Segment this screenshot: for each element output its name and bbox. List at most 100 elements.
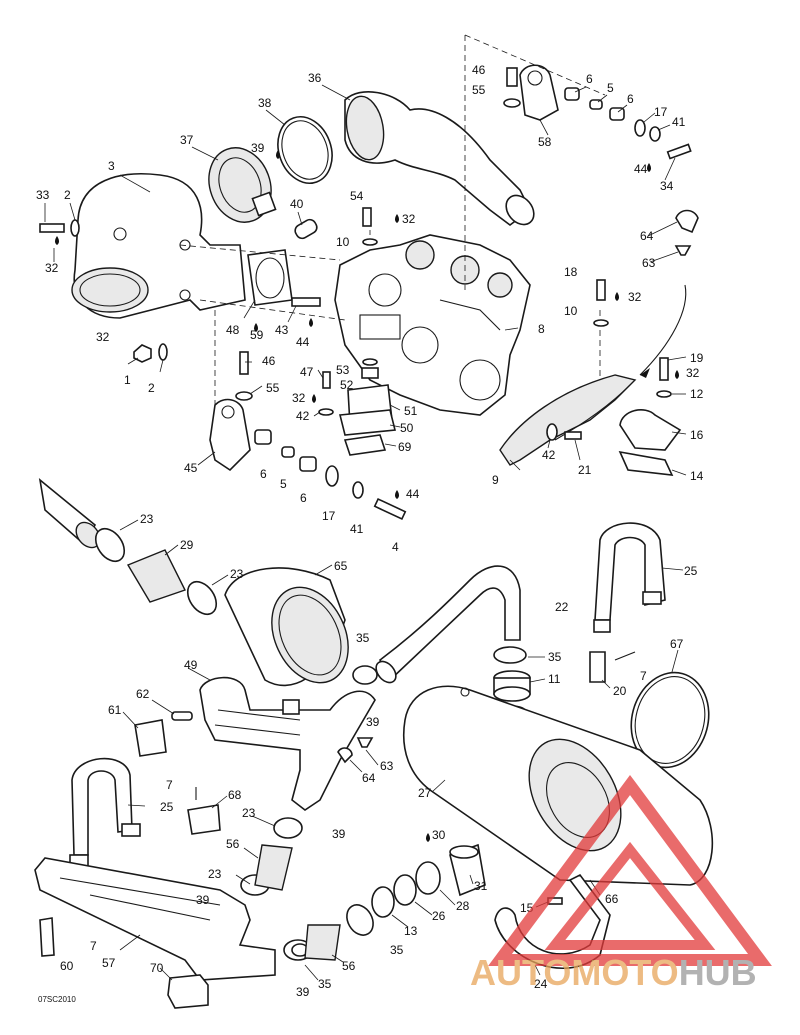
part-63-pushpin	[674, 245, 692, 256]
callout-4: 4	[392, 540, 399, 554]
callout-42: 42	[296, 409, 310, 423]
callout-41: 41	[350, 522, 364, 536]
part-29-coupler	[126, 549, 186, 603]
callout-6: 6	[586, 72, 593, 86]
callout-9: 9	[492, 473, 499, 487]
callout-12: 12	[690, 387, 704, 401]
callout-6: 6	[300, 491, 307, 505]
callout-66: 66	[605, 892, 619, 906]
callout-29: 29	[180, 538, 194, 552]
part-16-mount	[618, 409, 682, 476]
callout-57: 57	[102, 956, 116, 970]
part-8-engine	[334, 234, 531, 416]
callout-42: 42	[542, 448, 556, 462]
callout-25: 25	[160, 800, 174, 814]
callout-19: 19	[690, 351, 704, 365]
watermark-triangle-logo	[488, 774, 772, 966]
callout-35: 35	[548, 650, 562, 664]
callout-10: 10	[336, 235, 350, 249]
callout-11: 11	[548, 672, 561, 686]
callout-24: 24	[534, 977, 548, 991]
callout-58: 58	[538, 135, 552, 149]
callout-1: 1	[124, 373, 131, 387]
callout-27: 27	[418, 786, 432, 800]
callout-7: 7	[640, 669, 647, 683]
part-51-mount-stack	[338, 358, 397, 456]
callout-26: 26	[432, 909, 446, 923]
callout-32: 32	[402, 212, 416, 226]
callout-6: 6	[627, 92, 634, 106]
callout-55: 55	[266, 381, 280, 395]
callout-3: 3	[108, 159, 115, 173]
callout-2: 2	[64, 188, 71, 202]
callout-39: 39	[332, 827, 346, 841]
callout-39: 39	[251, 141, 265, 155]
triangle-inner	[544, 841, 716, 950]
callout-34: 34	[660, 179, 674, 193]
callout-47: 47	[300, 365, 314, 379]
part-3-manifold-cover	[71, 173, 246, 319]
right-fitting-stack	[371, 833, 486, 918]
callout-28: 28	[456, 899, 470, 913]
callout-64: 64	[362, 771, 376, 785]
callout-10: 10	[564, 304, 578, 318]
part-65-heatshield	[224, 567, 349, 687]
callout-35: 35	[356, 631, 370, 645]
callout-56: 56	[226, 837, 240, 851]
part-20-clip	[589, 651, 606, 683]
spacer-stack-middle	[254, 429, 407, 521]
callout-59: 59	[250, 328, 264, 342]
callout-2: 2	[148, 381, 155, 395]
callout-64: 64	[640, 229, 654, 243]
leader-lines	[44, 84, 687, 981]
callout-54: 54	[350, 189, 364, 203]
automotohub-watermark: AUTOMOTOHUB	[470, 774, 772, 993]
callout-32: 32	[292, 391, 306, 405]
part-64-clip	[675, 209, 699, 234]
callout-7: 7	[166, 778, 173, 792]
watermark-hub: HUB	[679, 952, 757, 993]
callout-68: 68	[228, 788, 242, 802]
callout-13: 13	[404, 924, 418, 938]
callout-65: 65	[334, 559, 348, 573]
callout-23: 23	[208, 867, 222, 881]
part-62-nipple	[171, 711, 193, 721]
callout-70: 70	[150, 961, 164, 975]
part-22-tailpipe	[378, 565, 521, 682]
part-9-heat-shield	[499, 374, 637, 466]
callout-23: 23	[230, 567, 244, 581]
callout-43: 43	[275, 323, 289, 337]
part-68-bracket	[187, 804, 221, 835]
callout-46: 46	[262, 354, 276, 368]
callout-23: 23	[242, 806, 256, 820]
part-38-gasket	[277, 116, 333, 184]
callout-39: 39	[296, 985, 310, 999]
callout-32: 32	[686, 366, 700, 380]
callout-8: 8	[538, 322, 545, 336]
callout-22: 22	[555, 600, 569, 614]
callout-67: 67	[670, 637, 684, 651]
callout-69: 69	[398, 440, 412, 454]
part-57-pipe-assembly	[34, 857, 276, 981]
callout-32: 32	[45, 261, 59, 275]
part-58-bracket	[503, 64, 559, 121]
watermark-text: AUTOMOTOHUB	[470, 952, 757, 993]
callout-17: 17	[322, 509, 336, 523]
part-60-bracket	[39, 917, 55, 957]
part-56-pipe-upper	[254, 844, 293, 891]
part-37-flange	[208, 147, 277, 223]
callout-62: 62	[136, 687, 150, 701]
callout-60: 60	[60, 959, 74, 973]
callout-32: 32	[628, 290, 642, 304]
callout-51: 51	[404, 404, 418, 418]
assembly-arrow-right	[639, 284, 687, 376]
callout-44: 44	[296, 335, 310, 349]
callout-35: 35	[318, 977, 332, 991]
callout-63: 63	[642, 256, 656, 270]
callout-31: 31	[474, 879, 488, 893]
part-61-bracket	[134, 719, 167, 757]
callout-5: 5	[280, 477, 287, 491]
part-40-sleeve	[294, 218, 318, 240]
callout-50: 50	[400, 421, 414, 435]
